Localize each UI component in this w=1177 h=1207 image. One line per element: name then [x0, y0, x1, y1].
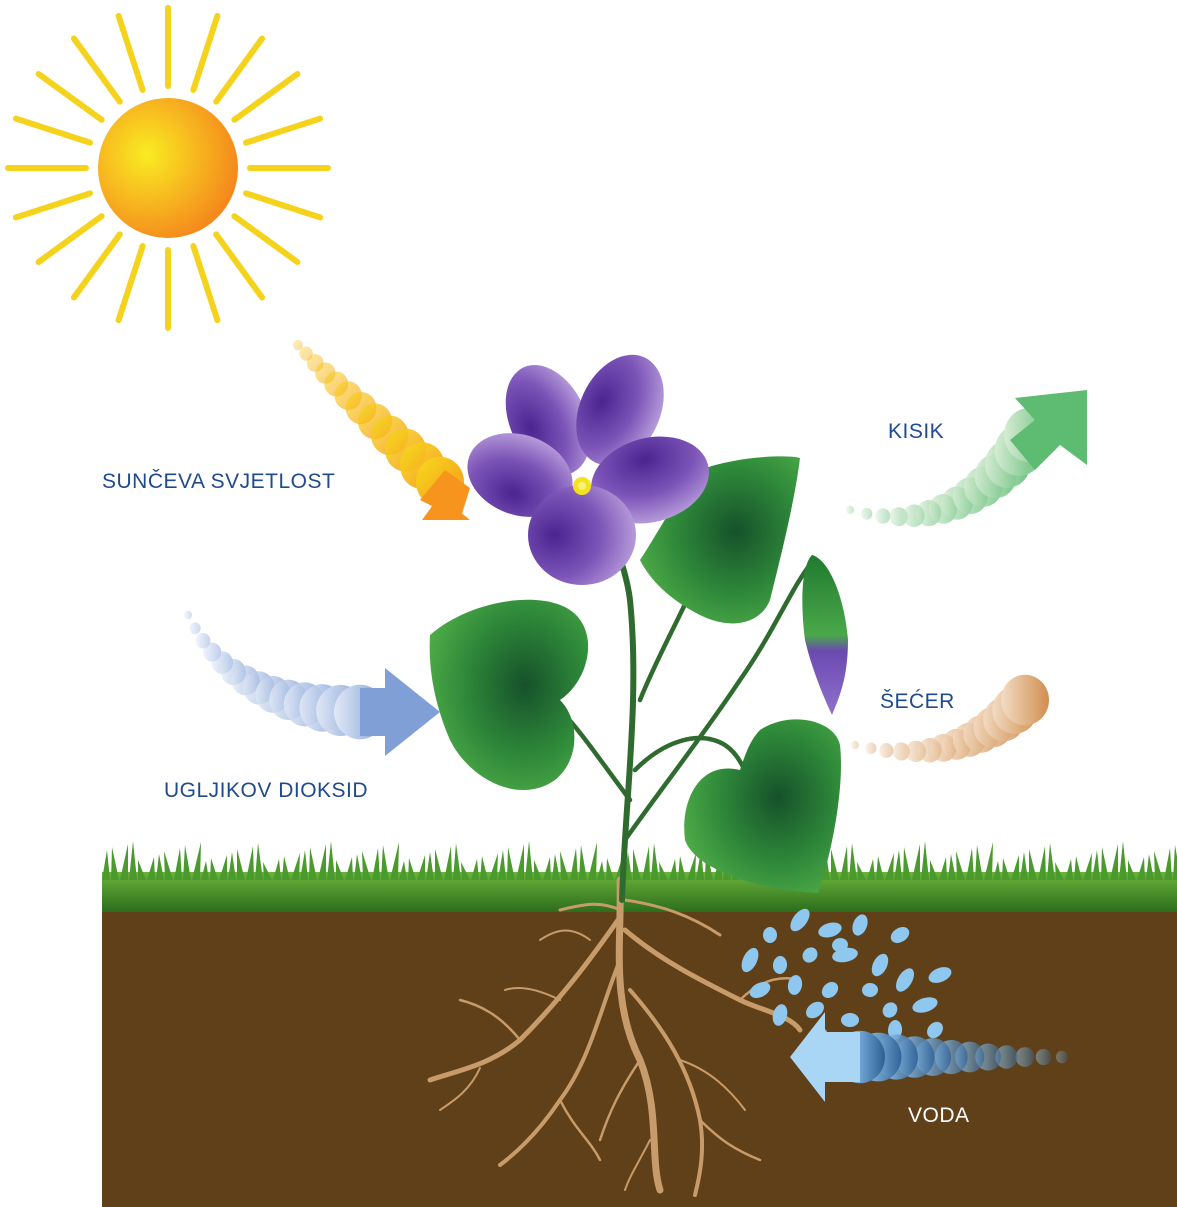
label-sunlight: SUNČEVA SVJETLOST	[102, 470, 335, 494]
flower-bud	[802, 555, 848, 715]
label-carbon-dioxide: UGLJIKOV DIOKSID	[164, 779, 368, 803]
sugar-arrow-icon	[851, 675, 1049, 763]
label-sugar: ŠEĆER	[880, 690, 955, 714]
sun-icon	[8, 8, 328, 328]
oxygen-arrow-icon	[846, 390, 1087, 527]
carbon-dioxide-arrow-icon	[184, 611, 440, 756]
label-oxygen: KISIK	[888, 420, 944, 444]
leaf-left	[430, 600, 588, 790]
label-water: VODA	[908, 1104, 970, 1128]
